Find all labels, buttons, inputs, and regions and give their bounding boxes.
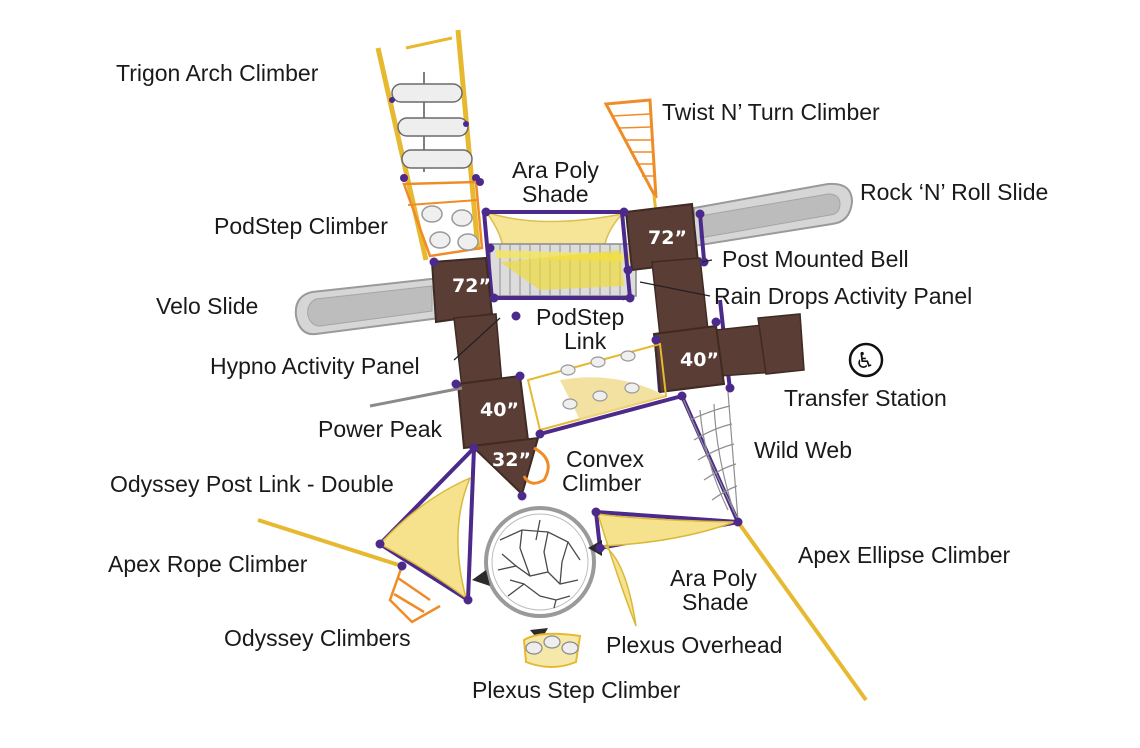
label-plexus-step-climber: Plexus Step Climber — [472, 677, 681, 703]
twist-n-turn-climber — [603, 98, 658, 213]
deck-left-40: 40” — [456, 374, 530, 450]
label-podstep-link-1: PodStep — [536, 304, 624, 330]
label-apex-rope-climber: Apex Rope Climber — [108, 551, 308, 577]
power-peak — [369, 386, 463, 408]
deck-32: 32” — [469, 436, 540, 496]
apex-ellipse-climber — [736, 520, 868, 702]
label-ara-poly-shade-top-2: Shade — [522, 181, 589, 207]
label-ara-poly-shade-bottom-1: Ara Poly — [670, 565, 757, 591]
post-connectors — [375, 178, 743, 605]
deck-left-72: 72” — [430, 256, 494, 324]
label-hypno-activity-panel: Hypno Activity Panel — [210, 353, 420, 379]
plexus-overhead — [472, 506, 602, 642]
label-convex-climber-1: Convex — [566, 446, 644, 472]
plexus-step-climber — [522, 632, 582, 668]
odyssey-climbers — [388, 565, 441, 624]
podstep-link-bridge — [489, 243, 637, 297]
apex-rope-climber — [257, 476, 472, 600]
label-trigon-arch-climber: Trigon Arch Climber — [116, 60, 319, 86]
label-power-peak: Power Peak — [318, 416, 443, 442]
deck-left-72-label: 72” — [452, 275, 491, 297]
label-apex-ellipse-climber: Apex Ellipse Climber — [798, 542, 1011, 568]
rock-n-roll-slide — [693, 182, 854, 248]
label-odyssey-post-link-double: Odyssey Post Link - Double — [110, 471, 394, 497]
label-ara-poly-shade-bottom-2: Shade — [682, 589, 749, 615]
deck-right-40: 40” — [652, 324, 726, 394]
label-post-mounted-bell: Post Mounted Bell — [722, 246, 909, 272]
svg-text:♿: ♿ — [855, 349, 875, 374]
leader-lines — [453, 259, 713, 361]
label-convex-climber-2: Climber — [562, 470, 642, 496]
label-rock-n-roll-slide: Rock ‘N’ Roll Slide — [860, 179, 1048, 205]
label-transfer-station: Transfer Station — [784, 385, 947, 411]
podstep-climber — [402, 180, 484, 258]
label-ara-poly-shade-top-1: Ara Poly — [512, 157, 599, 183]
podstep-link-lower — [526, 342, 668, 432]
wild-web — [681, 391, 739, 521]
ara-poly-shade-bottom — [596, 513, 735, 627]
convex-climber — [522, 446, 550, 485]
deck-right-72-label: 72” — [648, 227, 687, 249]
label-podstep-climber: PodStep Climber — [214, 213, 388, 239]
label-velo-slide: Velo Slide — [156, 293, 258, 319]
label-twist-n-turn-climber: Twist N’ Turn Climber — [662, 99, 880, 125]
deck-right-40-label: 40” — [680, 349, 719, 371]
deck-left-40-label: 40” — [480, 399, 519, 421]
label-podstep-link-2: Link — [564, 328, 607, 354]
label-wild-web: Wild Web — [754, 437, 852, 463]
label-plexus-overhead: Plexus Overhead — [606, 632, 782, 658]
label-odyssey-climbers: Odyssey Climbers — [224, 625, 411, 651]
deck-walkways — [453, 257, 805, 389]
label-rain-drops-activity-panel: Rain Drops Activity Panel — [714, 283, 972, 309]
velo-slide — [294, 276, 441, 336]
wheelchair-accessibility-icon: ♿ — [848, 342, 884, 378]
deck-32-label: 32” — [492, 449, 531, 471]
